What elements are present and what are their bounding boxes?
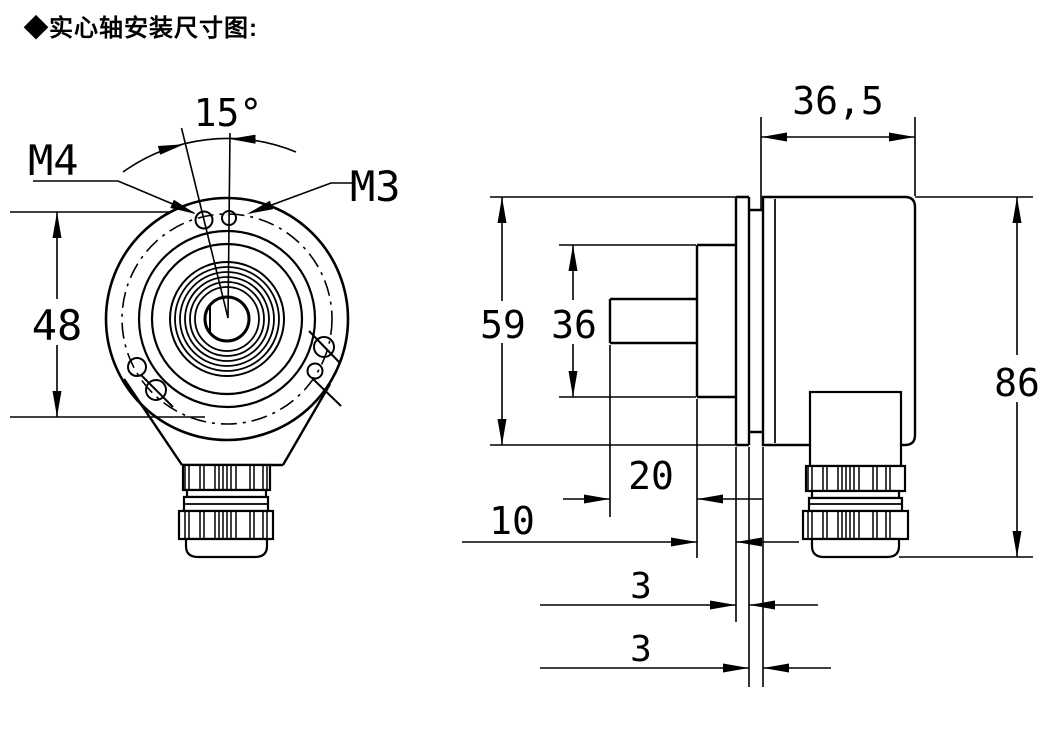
dim-3-spacer-label: 3 <box>630 629 652 670</box>
face-step-circle <box>137 229 317 409</box>
leader-m3: M3 <box>247 162 401 214</box>
dim-36: 36 <box>551 244 696 398</box>
clamp-ring-circles <box>174 266 280 372</box>
angle-label: 15° <box>194 91 263 135</box>
peripheral-holes <box>127 330 342 408</box>
dim-86: 86 <box>899 196 1040 558</box>
spacer <box>749 208 763 434</box>
dim-3-flange-label: 3 <box>630 566 652 607</box>
cable-gland-front <box>177 463 275 559</box>
side-view: 36,5 59 36 86 <box>462 79 1040 687</box>
dim-36-5: 36,5 <box>760 79 916 209</box>
cable-gland-side <box>801 390 910 559</box>
m3-label: M3 <box>350 162 401 211</box>
shaft-circle <box>203 295 251 343</box>
boss-circle <box>150 242 304 396</box>
centering-boss <box>695 243 735 399</box>
dim-10-label: 10 <box>489 499 535 543</box>
dim-48: 48 <box>10 211 205 418</box>
dim-59-label: 59 <box>480 303 526 347</box>
neck-outline <box>123 378 332 467</box>
dim-angle-15: 15° <box>122 91 297 319</box>
bolt-circle-dashed <box>121 213 333 425</box>
flange-plate <box>734 195 751 447</box>
dim-86-label: 86 <box>994 361 1040 405</box>
bearing-circle <box>169 261 285 377</box>
body-outline <box>761 195 917 447</box>
dim-20-label: 20 <box>628 454 674 498</box>
dim-20: 20 <box>563 345 763 558</box>
dim-48-label: 48 <box>32 301 83 350</box>
dim-36-5-label: 36,5 <box>792 79 884 123</box>
leader-m4: M4 <box>28 136 196 214</box>
dim-3-spacer: 3 <box>540 447 831 687</box>
dim-59: 59 <box>480 197 526 445</box>
dim-36-label: 36 <box>551 303 597 347</box>
shaft-side <box>608 297 697 345</box>
m4-hole <box>194 210 214 230</box>
page-title: ◆实心轴安装尺寸图: <box>24 15 258 42</box>
gland-boss-block <box>808 390 903 468</box>
front-view: 48 M4 M3 15° <box>10 91 401 559</box>
outer-body-circle <box>104 196 350 442</box>
dim-10: 10 <box>462 447 799 622</box>
dim-3-flange: 3 <box>540 447 818 687</box>
m4-label: M4 <box>28 136 79 185</box>
